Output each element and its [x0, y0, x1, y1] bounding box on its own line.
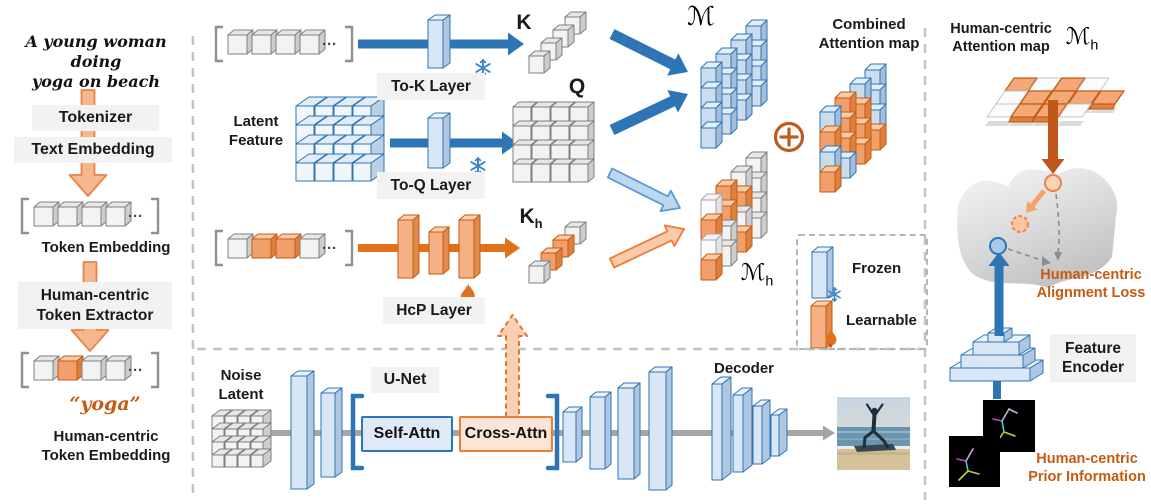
ellipsis-4: ···: [322, 240, 337, 257]
q-to-m-arrow: [609, 90, 688, 135]
k-to-m-arrow: [609, 29, 688, 76]
prior-feature-point: [989, 237, 1007, 255]
toq-projection-arrow: [390, 131, 518, 155]
circled-plus-icon: [773, 121, 805, 153]
encoder-to-manifold-arrow: [988, 252, 1010, 336]
alignment-loss-dashed-arrows: [1007, 193, 1060, 262]
contrast-arrow: [1026, 189, 1046, 213]
combined-attention-label: Combined Attention map: [818, 16, 920, 52]
pose-prior-images: [949, 400, 1035, 487]
mh-label: ℳh: [740, 259, 774, 290]
to-k-layer-box: To-K Layer: [377, 73, 485, 100]
feature-encoder-label: Feature Encoder: [1050, 334, 1136, 382]
attn-token-cubes: [214, 25, 354, 63]
encoder-input-connector: [993, 381, 1001, 399]
network-bars: [290, 14, 1044, 491]
alignment-loss-label: Human-centric Alignment Loss: [1036, 267, 1146, 302]
k-label: K: [516, 11, 532, 34]
yoga-person-silhouette: [862, 403, 889, 449]
hc-shifted-point: [1011, 215, 1029, 233]
hc-token-extractor-box: Human-centric Token Extractor: [18, 282, 172, 329]
hc-attention-map-mh: ℳh: [1065, 23, 1099, 54]
unet-open-bracket: [350, 393, 365, 471]
extracted-word: “yoga”: [69, 393, 141, 415]
k-cubes: [528, 11, 587, 74]
hc-attention-map-label: Human-centric Attention map: [950, 21, 1052, 56]
hc-target-point: [1044, 174, 1062, 192]
kh-cubes: [528, 221, 587, 284]
generated-image: [837, 397, 910, 470]
token-embedding-caption: Token Embedding: [41, 239, 171, 256]
ellipsis-3: ···: [322, 36, 337, 53]
q-to-mh-arrow: [606, 167, 681, 213]
right-panel-arrows: [988, 100, 1065, 336]
dashed-arrowhead-1: [1054, 252, 1062, 261]
hc-attention-plane: [985, 77, 1126, 126]
noise-latent-label: Noise Latent: [218, 367, 264, 403]
section-dividers: [191, 28, 927, 500]
q-cubes: [512, 101, 595, 183]
tokenizer-box: Tokenizer: [32, 105, 159, 131]
q-label: Q: [568, 75, 586, 98]
dashed-arrowhead-2: [1042, 256, 1051, 266]
noise-latent-cubes: [211, 409, 272, 468]
decoder-label: Decoder: [713, 360, 775, 377]
m-label: ℳ: [687, 1, 715, 31]
self-attn-box: Self-Attn: [361, 416, 453, 452]
token-embedding-cubes: [20, 197, 160, 235]
to-q-layer-box: To-Q Layer: [377, 172, 485, 199]
attention-map-m-cubes: [700, 19, 768, 149]
crossattn-to-hcp-dashed-arrow: [497, 314, 528, 418]
ellipsis-2: ···: [128, 362, 143, 379]
attention-map-mh-cubes: [700, 151, 768, 281]
kh-label: Kh: [519, 205, 543, 232]
attn-hc-token-cubes: [214, 229, 354, 267]
attention-to-manifold-arrow: [1041, 100, 1065, 174]
unet-output-arrow: [790, 425, 835, 441]
unet-label: U-Net: [371, 367, 439, 393]
hc-token-embedding-caption: Human-centric Token Embedding: [41, 428, 171, 464]
legend-box: [796, 234, 928, 350]
legend-learnable-label: Learnable: [846, 312, 917, 329]
latent-feature-cubes: [295, 96, 385, 182]
combined-attention-map-cubes: [819, 63, 887, 193]
manifold-dashed-arrow-2: [1007, 248, 1045, 262]
unet-brackets: [350, 393, 560, 471]
manifold-dashed-arrow-1: [1055, 193, 1060, 254]
prior-information-label: Human-centric Prior Information: [1028, 451, 1146, 486]
cross-attn-box: Cross-Attn: [459, 416, 553, 452]
legend-frozen-label: Frozen: [852, 260, 902, 277]
kh-to-mh-arrow: [609, 224, 685, 269]
ellipsis-1: ···: [128, 208, 143, 225]
pose-image-2: [949, 436, 1000, 487]
prompt-text: A young woman doing yoga on beach: [25, 32, 167, 91]
hcp-layer-box: HcP Layer: [383, 297, 485, 324]
hc-token-embedding-cubes: [20, 351, 160, 389]
latent-feature-label: Latent Feature: [228, 113, 284, 149]
text-embedding-box: Text Embedding: [14, 137, 172, 163]
unet-close-bracket: [545, 393, 560, 471]
